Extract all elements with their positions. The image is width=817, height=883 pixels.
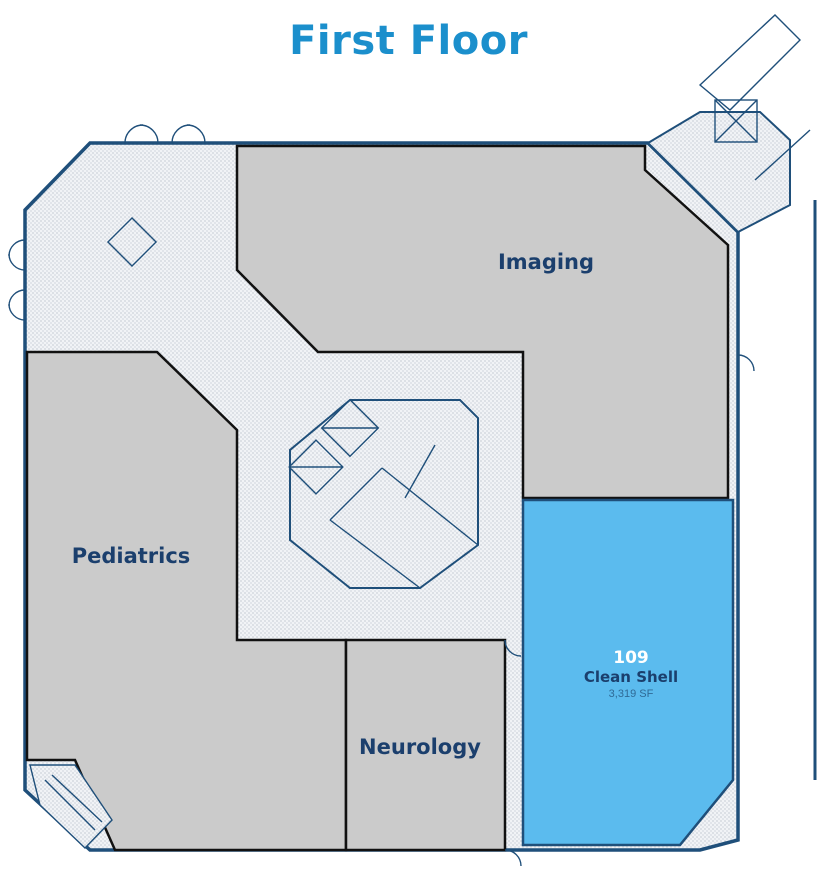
door [124,124,144,144]
elevator-cross [714,99,758,143]
label-109-name: Clean Shell [584,668,678,686]
core-partition [329,519,421,589]
stair-tread [44,779,96,831]
label-109-area: 3,319 SF [609,688,654,700]
elevator-shaft [320,398,380,458]
ramp-edge [754,129,811,181]
elevator-tower [714,99,758,143]
door [8,253,26,271]
door [8,289,26,307]
door [171,124,191,144]
door [737,354,755,372]
room-109-clean-shell[interactable] [521,498,735,847]
door [139,124,159,144]
elevator-shaft [288,439,344,495]
lobby-feature [106,216,158,268]
label-neurology: Neurology [359,735,481,759]
door [8,303,26,321]
core-partition [329,467,383,521]
label-109-number: 109 [613,648,649,668]
central-core [289,399,479,589]
label-imaging: Imaging [498,250,594,274]
door [8,239,26,257]
door [186,124,206,144]
label-pediatrics: Pediatrics [72,544,191,568]
room-imaging[interactable] [235,144,730,500]
core-partition [404,444,436,499]
stair-tread [51,774,103,823]
door [504,849,522,867]
door [504,639,522,657]
core-partition [381,467,479,546]
ramp [698,14,801,111]
page-title: First Floor [289,18,528,64]
